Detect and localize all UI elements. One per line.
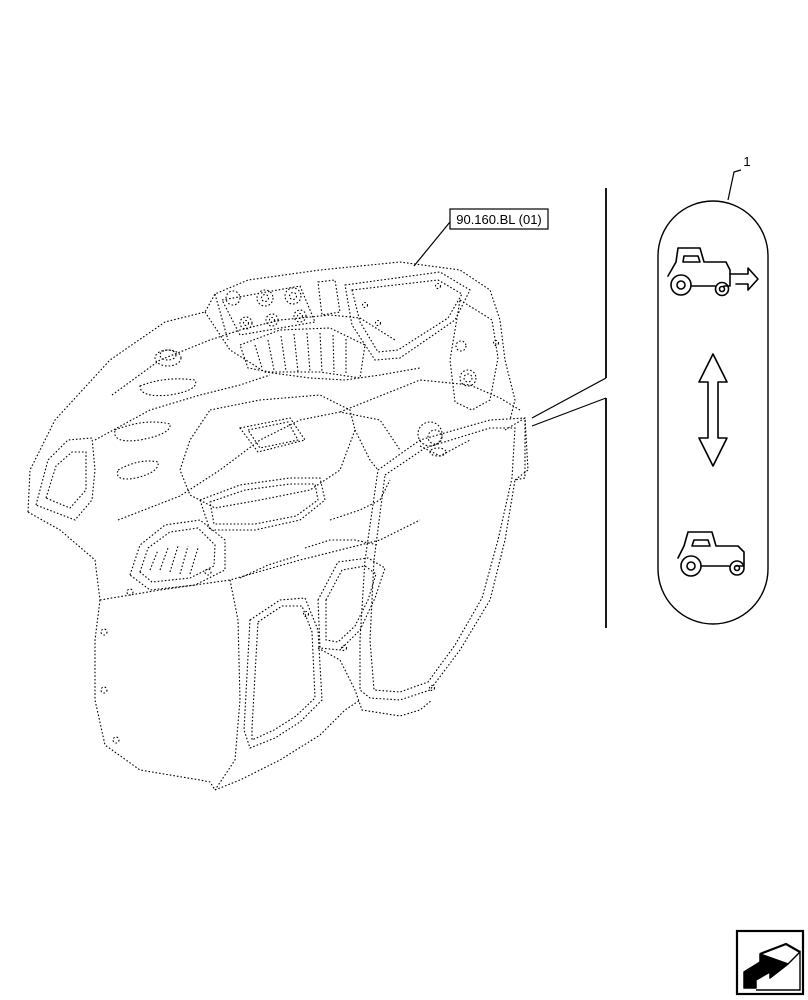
detail-bracket [531, 188, 607, 628]
dashboard-console-assembly [27, 261, 529, 791]
item-leader-line [727, 169, 742, 201]
reference-leader-line [413, 221, 451, 267]
item-callout: 1 [727, 154, 751, 201]
reference-label-box [449, 208, 549, 230]
page-navigation-icon[interactable] [735, 929, 805, 996]
reference-callout: 90.160.BL (01) [413, 208, 549, 267]
tractor-forward-arrow-icon [667, 247, 759, 297]
decal-outline [657, 200, 769, 625]
double-arrow-vertical-icon [698, 353, 728, 467]
item-number[interactable]: 1 [743, 154, 750, 169]
reference-label[interactable]: 90.160.BL (01) [456, 212, 542, 227]
tractor-icon [677, 531, 745, 577]
decal [657, 200, 769, 625]
